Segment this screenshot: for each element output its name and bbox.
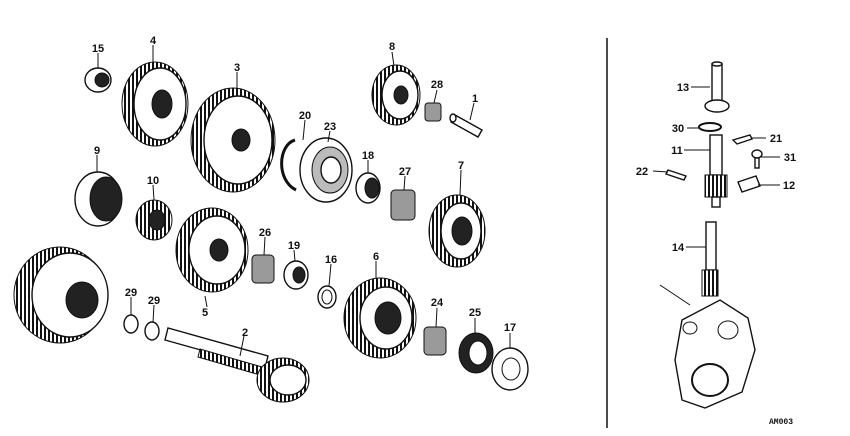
part-15-collar — [84, 67, 112, 93]
part-16-washer — [317, 285, 337, 309]
part-12-plate — [737, 175, 761, 193]
callout-17: 17 — [504, 322, 516, 334]
clutch-housing — [13, 246, 109, 344]
part-31-bolt — [751, 149, 763, 169]
part-1-pin — [449, 113, 483, 138]
leader-lines — [96, 45, 780, 357]
callout-19: 19 — [288, 240, 300, 252]
part-3-gear — [190, 87, 276, 193]
callout-11: 11 — [671, 145, 683, 157]
part-29-rings — [123, 314, 160, 341]
part-21-clip — [731, 134, 753, 145]
callouts: 1 2 3 4 5 6 7 8 9 10 11 12 13 14 15 16 1… — [92, 35, 796, 339]
callout-23: 23 — [324, 121, 336, 133]
callout-20: 20 — [299, 110, 311, 122]
part-10-hub — [135, 199, 173, 241]
callout-4: 4 — [150, 35, 157, 47]
callout-16: 16 — [325, 254, 337, 266]
part-20-circlip — [280, 138, 297, 192]
part-25-oil-seal — [458, 332, 494, 374]
callout-9: 9 — [94, 145, 100, 157]
part-4-gear — [121, 61, 189, 147]
part-9-sleeve — [74, 171, 123, 227]
part-27-needle-bearing — [390, 189, 416, 221]
part-23-bearing — [299, 137, 353, 203]
callout-10: 10 — [147, 175, 159, 187]
callout-2: 2 — [242, 327, 248, 339]
part-24-needle-bearing — [423, 326, 447, 356]
callout-1: 1 — [472, 93, 478, 105]
diagram-code: AM003 — [769, 418, 793, 427]
callout-5: 5 — [202, 307, 208, 319]
part-2-mainshaft — [164, 327, 310, 403]
callout-7: 7 — [458, 160, 464, 172]
callout-8: 8 — [389, 41, 395, 53]
part-28-needle-bearing — [424, 102, 442, 122]
part-13-shaft — [704, 61, 730, 113]
part-30-o-ring — [698, 122, 722, 132]
part-6-gear — [343, 277, 417, 359]
callout-22: 22 — [636, 166, 648, 178]
callout-6: 6 — [373, 251, 379, 263]
callout-26: 26 — [259, 227, 271, 239]
callout-25: 25 — [469, 307, 481, 319]
callout-18: 18 — [362, 150, 374, 162]
callout-12: 12 — [783, 180, 795, 192]
callout-13: 13 — [677, 82, 689, 94]
callout-29b: 29 — [148, 295, 160, 307]
speedometer-housing — [659, 284, 756, 409]
part-5-gear — [175, 207, 249, 293]
callout-24: 24 — [431, 297, 444, 309]
callout-31: 31 — [784, 152, 796, 164]
part-22-pin — [665, 169, 687, 181]
part-17-thrust-washer — [491, 347, 529, 391]
callout-3: 3 — [234, 62, 240, 74]
callout-21: 21 — [770, 133, 782, 145]
callout-30: 30 — [672, 123, 684, 135]
part-8-gear — [371, 64, 421, 126]
callout-28: 28 — [431, 79, 443, 91]
part-14-drive-gear — [701, 221, 719, 297]
part-11-driven-gear — [704, 134, 728, 208]
part-7-gear — [428, 194, 486, 268]
callout-14: 14 — [672, 242, 685, 254]
callout-27: 27 — [399, 166, 411, 178]
part-18-spacer — [355, 172, 381, 204]
part-26-needle-bearing — [251, 254, 275, 284]
callout-29a: 29 — [125, 287, 137, 299]
callout-15: 15 — [92, 43, 104, 55]
part-19-spacer — [283, 260, 309, 290]
